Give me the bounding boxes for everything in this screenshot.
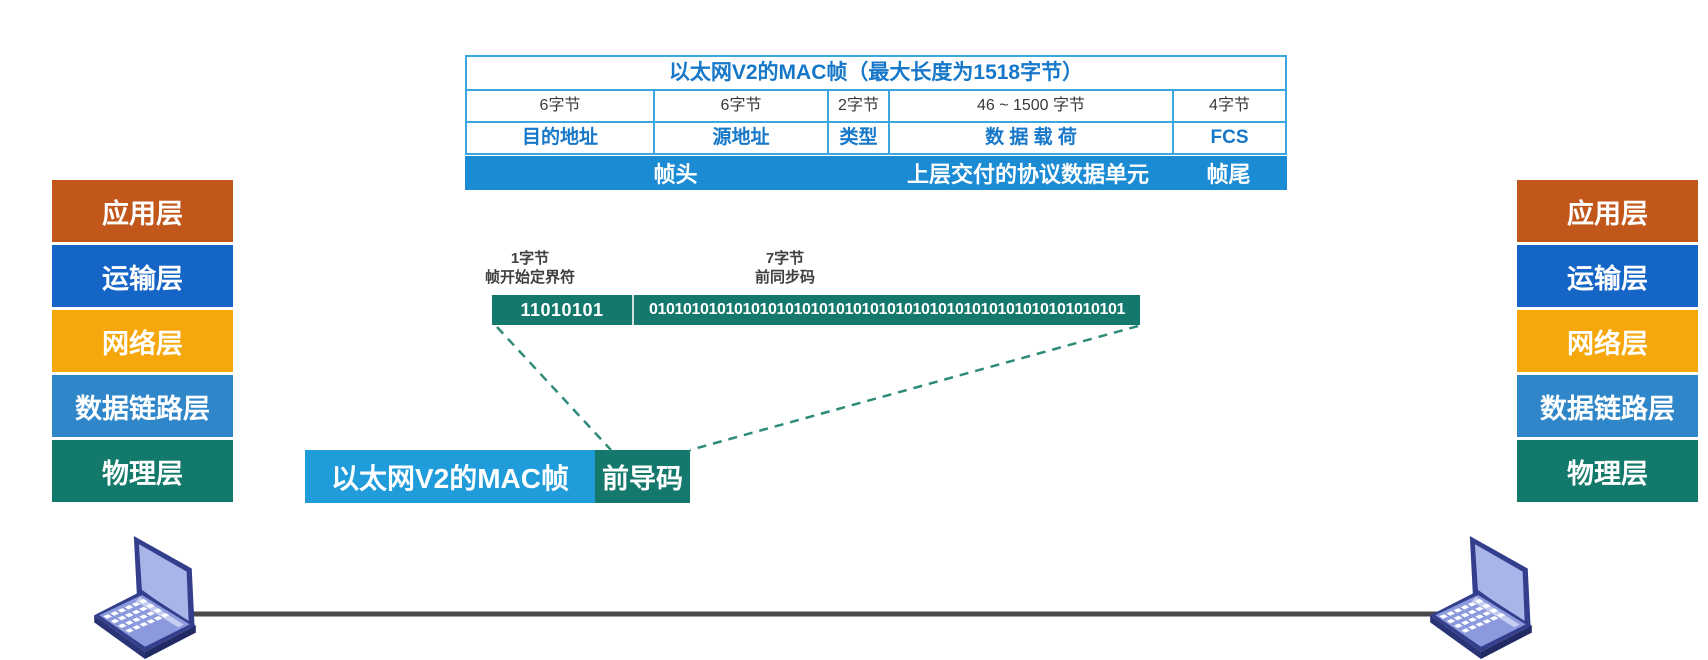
mac-frame-table: 以太网V2的MAC帧（最大长度为1518字节） 6字节 6字节 2字节 46 ~… [465, 55, 1287, 155]
protocol-stack-left: 应用层 运输层 网络层 数据链路层 物理层 [52, 180, 233, 505]
layer-physical: 物理层 [1517, 440, 1698, 502]
field-fcs: FCS [1172, 123, 1285, 153]
size-src-address: 6字节 [653, 91, 827, 121]
frame-payload-label: 上层交付的协议数据单元 [906, 162, 1149, 187]
preamble-callout-line-right [689, 324, 1139, 452]
layer-datalink: 数据链路层 [52, 375, 233, 437]
protocol-stack-right: 应用层 运输层 网络层 数据链路层 物理层 [1517, 180, 1698, 505]
layer-network: 网络层 [52, 310, 233, 372]
frame-header-label: 帧头 [653, 162, 698, 187]
sync-name-text: 前同步码 [754, 268, 815, 286]
sync-byte-label: 7字节 前同步码 [675, 250, 895, 288]
sync-bits-cell: 0101010101010101010101010101010101010101… [649, 301, 1125, 318]
layer-transport: 运输层 [52, 245, 233, 307]
field-dest-address: 目的地址 [521, 127, 598, 148]
preamble-bits-bar: 11010101 0101010101010101010101010101010… [492, 295, 1140, 325]
layer-transport: 运输层 [1517, 245, 1698, 307]
field-payload: 数 据 载 荷 [888, 123, 1172, 153]
layer-application: 应用层 [52, 180, 233, 242]
field-type: 类型 [827, 123, 888, 153]
layer-physical: 物理层 [52, 440, 233, 502]
laptop-icon [1426, 534, 1536, 660]
size-type: 2字节 [827, 91, 888, 121]
layer-datalink: 数据链路层 [1517, 375, 1698, 437]
frame-structure-band: 帧头 上层交付的协议数据单元 帧尾 [465, 156, 1287, 190]
size-dest-address: 6字节 [539, 97, 581, 114]
mac-frame-callout-box: 以太网V2的MAC帧 [305, 450, 595, 503]
sync-size-text: 7字节 [765, 250, 805, 267]
preamble-callout-box: 前导码 [595, 450, 690, 503]
frame-trailer-label: 帧尾 [1206, 162, 1251, 187]
sfd-name-text: 帧开始定界符 [484, 268, 575, 286]
sfd-size-text: 1字节 [510, 250, 550, 267]
size-payload: 46 ~ 1500 字节 [888, 91, 1172, 121]
laptop-icon [90, 534, 200, 660]
layer-application: 应用层 [1517, 180, 1698, 242]
layer-network: 网络层 [1517, 310, 1698, 372]
field-src-address: 源地址 [653, 123, 827, 153]
preamble-callout-line-left [496, 326, 612, 451]
sfd-byte-label: 1字节 帧开始定界符 [420, 250, 640, 288]
mac-frame-table-title: 以太网V2的MAC帧（最大长度为1518字节） [668, 61, 1084, 84]
field-name-row: 目的地址 源地址 类型 数 据 载 荷 FCS [467, 121, 1285, 153]
sfd-bits-cell: 11010101 [492, 295, 634, 325]
byte-size-row: 6字节 6字节 2字节 46 ~ 1500 字节 4字节 [467, 89, 1285, 121]
size-fcs: 4字节 [1172, 91, 1285, 121]
